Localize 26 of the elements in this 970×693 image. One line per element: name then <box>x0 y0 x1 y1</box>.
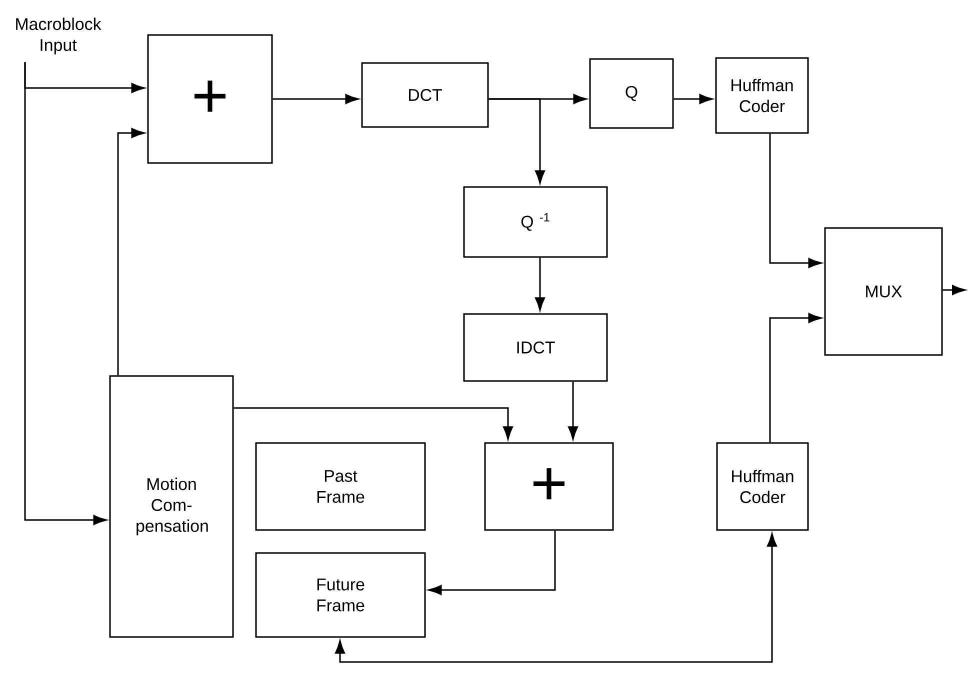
arrow <box>568 382 578 440</box>
arrow <box>117 128 145 376</box>
arrow <box>942 284 966 295</box>
arrow <box>769 134 822 268</box>
block-box: Motion Com- pensation <box>109 375 234 638</box>
block-box: MUX <box>824 227 943 356</box>
block-box: + <box>147 34 273 164</box>
block-box: Q $^{-1}$ <box>463 186 608 258</box>
block-box: Past Frame <box>255 442 426 531</box>
arrow <box>769 312 822 442</box>
block-box: IDCT <box>463 313 608 382</box>
arrow <box>488 98 545 184</box>
block-box: Huffman Coder <box>716 442 809 531</box>
arrow <box>24 62 107 525</box>
block-box: Future Frame <box>255 552 426 638</box>
block-box: Q <box>589 58 674 129</box>
arrow <box>428 530 556 595</box>
arrow <box>234 407 513 440</box>
input-label: Macroblock Input <box>16 18 102 54</box>
arrow <box>272 94 359 104</box>
arrow <box>535 258 545 311</box>
arrow <box>674 94 713 104</box>
arrow <box>335 533 777 663</box>
block-box: DCT <box>361 62 489 128</box>
block-box: Huffman Coder <box>715 57 809 134</box>
block-box: + <box>484 442 614 531</box>
